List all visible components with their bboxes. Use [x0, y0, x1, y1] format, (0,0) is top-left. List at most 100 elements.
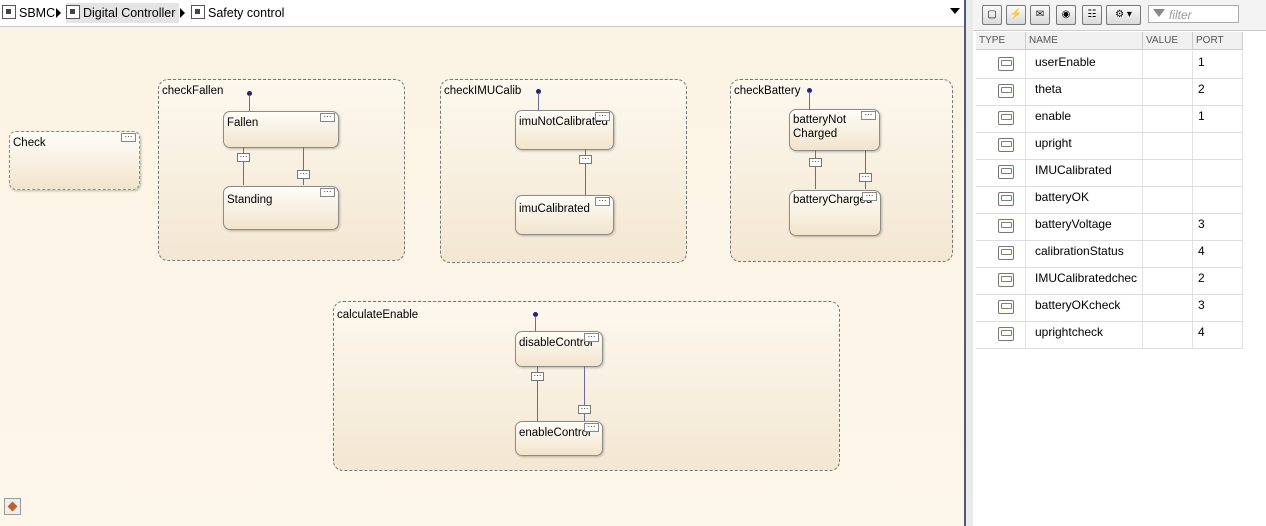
- state-menu-icon[interactable]: ⋯: [584, 333, 599, 342]
- state-battery-not-charged[interactable]: batteryNot Charged ⋯: [789, 109, 880, 151]
- table-row[interactable]: theta 2: [976, 78, 1243, 106]
- state-menu-icon[interactable]: ⋯: [861, 111, 876, 120]
- state-menu-icon[interactable]: ⋯: [584, 423, 599, 432]
- value-cell[interactable]: [1143, 105, 1193, 132]
- chevron-down-icon[interactable]: [950, 8, 960, 14]
- transition-battery-charge[interactable]: [815, 150, 816, 189]
- value-cell[interactable]: [1143, 51, 1193, 78]
- add-event-icon[interactable]: ⚡: [1006, 5, 1026, 25]
- state-imu-not-calibrated[interactable]: imuNotCalibrated ⋯: [515, 110, 614, 150]
- table-row[interactable]: userEnable 1: [976, 51, 1243, 79]
- transition-imu-calibrate[interactable]: [585, 149, 586, 195]
- transition-label[interactable]: ⋯: [579, 155, 592, 164]
- name-cell[interactable]: enable: [1026, 105, 1143, 132]
- add-data-icon[interactable]: ▢: [982, 5, 1002, 25]
- name-cell[interactable]: upright: [1026, 132, 1143, 159]
- default-transition: [535, 316, 536, 332]
- port-cell[interactable]: 2: [1193, 78, 1243, 105]
- transition-fallen-standing[interactable]: [243, 147, 244, 185]
- table-row[interactable]: batteryOKcheck 3: [976, 294, 1243, 322]
- filter-input[interactable]: filter: [1148, 5, 1239, 23]
- transition-label[interactable]: ⋯: [809, 158, 822, 167]
- port-cell[interactable]: 2: [1193, 267, 1243, 294]
- state-menu-icon[interactable]: ⋯: [320, 188, 335, 197]
- state-disable-control[interactable]: disableControl ⋯: [515, 331, 603, 367]
- transition-standing-fallen[interactable]: [303, 147, 304, 185]
- state-menu-icon[interactable]: ⋯: [320, 113, 335, 122]
- table-row[interactable]: batteryOK: [976, 186, 1243, 214]
- table-row[interactable]: uprightcheck 4: [976, 321, 1243, 349]
- state-standing[interactable]: Standing ⋯: [223, 186, 339, 230]
- name-cell[interactable]: batteryOKcheck: [1026, 294, 1143, 321]
- name-cell[interactable]: batteryVoltage: [1026, 213, 1143, 240]
- breadcrumb-item-sbmc[interactable]: SBMC: [2, 3, 55, 23]
- port-cell[interactable]: 4: [1193, 240, 1243, 267]
- transition-disable-enable[interactable]: [537, 366, 538, 421]
- transition-label[interactable]: ⋯: [297, 170, 310, 179]
- transition-battery-discharge[interactable]: [865, 150, 866, 189]
- table-row[interactable]: enable 1: [976, 105, 1243, 133]
- explore-icon[interactable]: [4, 498, 21, 515]
- state-menu-icon[interactable]: ⋯: [121, 133, 136, 142]
- state-imu-calibrated[interactable]: imuCalibrated ⋯: [515, 195, 614, 235]
- name-cell[interactable]: IMUCalibratedchec: [1026, 267, 1143, 294]
- table-row[interactable]: batteryVoltage 3: [976, 213, 1243, 241]
- port-cell[interactable]: 3: [1193, 213, 1243, 240]
- state-menu-icon[interactable]: ⋯: [595, 197, 610, 206]
- value-cell[interactable]: [1143, 240, 1193, 267]
- name-cell[interactable]: uprightcheck: [1026, 321, 1143, 348]
- port-cell[interactable]: 4: [1193, 321, 1243, 348]
- state-battery-charged[interactable]: batteryCharged ⋯: [789, 190, 881, 236]
- column-header-type[interactable]: TYPE: [976, 32, 1026, 50]
- value-cell[interactable]: [1143, 186, 1193, 213]
- name-cell[interactable]: IMUCalibrated: [1026, 159, 1143, 186]
- superstate-check-imu-calib[interactable]: checkIMUCalib: [440, 79, 687, 263]
- value-cell[interactable]: [1143, 321, 1193, 348]
- transition-label[interactable]: ⋯: [237, 153, 250, 162]
- column-header-port[interactable]: PORT: [1193, 32, 1243, 50]
- value-cell[interactable]: [1143, 159, 1193, 186]
- value-cell[interactable]: [1143, 294, 1193, 321]
- type-cell: [976, 132, 1026, 159]
- column-header-value[interactable]: VALUE: [1143, 32, 1193, 50]
- name-cell[interactable]: calibrationStatus: [1026, 240, 1143, 267]
- column-header-name[interactable]: NAME: [1026, 32, 1143, 50]
- port-cell[interactable]: [1193, 132, 1243, 159]
- transition-label[interactable]: ⋯: [531, 372, 544, 381]
- port-cell[interactable]: 3: [1193, 294, 1243, 321]
- breadcrumb: SBMC Digital Controller Safety control: [0, 0, 964, 27]
- hierarchy-icon[interactable]: ☷: [1082, 5, 1102, 25]
- transition-enable-disable[interactable]: [584, 366, 585, 421]
- table-row[interactable]: IMUCalibratedchec 2: [976, 267, 1243, 295]
- state-fallen[interactable]: Fallen ⋯: [223, 111, 339, 148]
- table-row[interactable]: upright: [976, 132, 1243, 160]
- state-enable-control[interactable]: enableControl ⋯: [515, 421, 603, 456]
- breadcrumb-item-safety-control[interactable]: Safety control: [191, 3, 284, 23]
- port-cell[interactable]: [1193, 159, 1243, 186]
- transition-label[interactable]: ⋯: [578, 405, 591, 414]
- value-cell[interactable]: [1143, 132, 1193, 159]
- value-cell[interactable]: [1143, 213, 1193, 240]
- state-menu-icon[interactable]: ⋯: [862, 192, 877, 201]
- superstate-check-fallen[interactable]: checkFallen: [158, 79, 405, 261]
- subsystem-icon: [66, 5, 80, 19]
- transition-label[interactable]: ⋯: [859, 173, 872, 182]
- name-cell[interactable]: userEnable: [1026, 51, 1143, 78]
- value-cell[interactable]: [1143, 78, 1193, 105]
- state-menu-icon[interactable]: ⋯: [595, 112, 610, 121]
- stateflow-canvas[interactable]: Check ⋯ checkFallen Fallen ⋯ ⋯ ⋯ Standin…: [0, 27, 962, 526]
- debug-icon[interactable]: ◉: [1056, 5, 1076, 25]
- name-cell[interactable]: theta: [1026, 78, 1143, 105]
- port-cell[interactable]: 1: [1193, 51, 1243, 78]
- breadcrumb-item-digital-controller[interactable]: Digital Controller: [66, 3, 180, 23]
- table-row[interactable]: calibrationStatus 4: [976, 240, 1243, 268]
- value-cell[interactable]: [1143, 267, 1193, 294]
- table-row[interactable]: IMUCalibrated: [976, 159, 1243, 187]
- name-cell[interactable]: batteryOK: [1026, 186, 1143, 213]
- settings-icon[interactable]: ⚙ ▾: [1106, 5, 1141, 25]
- state-check[interactable]: Check ⋯: [9, 131, 140, 190]
- port-cell[interactable]: [1193, 186, 1243, 213]
- panel-splitter[interactable]: [964, 0, 973, 526]
- add-message-icon[interactable]: ✉: [1030, 5, 1050, 25]
- port-cell[interactable]: 1: [1193, 105, 1243, 132]
